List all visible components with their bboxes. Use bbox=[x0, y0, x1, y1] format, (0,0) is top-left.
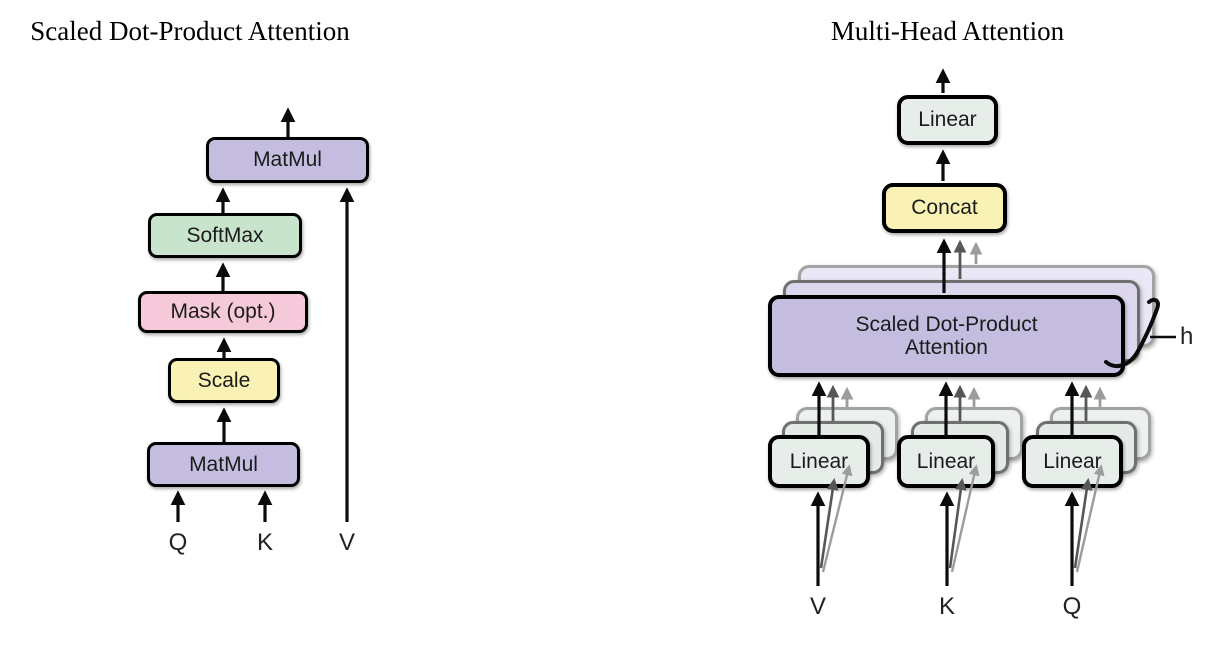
mask-box: Mask (opt.) bbox=[138, 291, 308, 333]
left-diagram-title: Scaled Dot-Product Attention bbox=[30, 16, 350, 46]
linear-q-box: Linear bbox=[1022, 435, 1123, 488]
left-input-k-label: K bbox=[256, 529, 274, 556]
scaled-dot-product-attention-box: Scaled Dot-Product Attention bbox=[768, 295, 1125, 377]
ghost-fan-k-1 bbox=[948, 478, 967, 569]
softmax-box: SoftMax bbox=[148, 213, 302, 258]
linear-v-box: Linear bbox=[768, 435, 870, 488]
head-count-label: h bbox=[1180, 323, 1194, 350]
attention-box-line1: Scaled Dot-Product bbox=[855, 312, 1038, 336]
right-input-v-label: V bbox=[809, 593, 827, 620]
right-diagram-title: Multi-Head Attention bbox=[830, 16, 1065, 46]
matmul-top-box: MatMul bbox=[206, 137, 369, 183]
scale-box: Scale bbox=[168, 358, 280, 403]
ghost-fan-v-1 bbox=[819, 478, 839, 569]
linear-k-box: Linear bbox=[897, 435, 995, 488]
left-input-v-label: V bbox=[338, 529, 356, 556]
right-input-k-label: K bbox=[938, 593, 956, 620]
matmul-bottom-box: MatMul bbox=[147, 442, 300, 487]
concat-box: Concat bbox=[882, 183, 1007, 233]
attention-box-line2: Attention bbox=[905, 336, 988, 359]
left-input-q-label: Q bbox=[168, 529, 188, 556]
linear-output-box: Linear bbox=[897, 95, 998, 145]
right-input-q-label: Q bbox=[1062, 593, 1082, 620]
ghost-fan-q-1 bbox=[1073, 478, 1093, 569]
